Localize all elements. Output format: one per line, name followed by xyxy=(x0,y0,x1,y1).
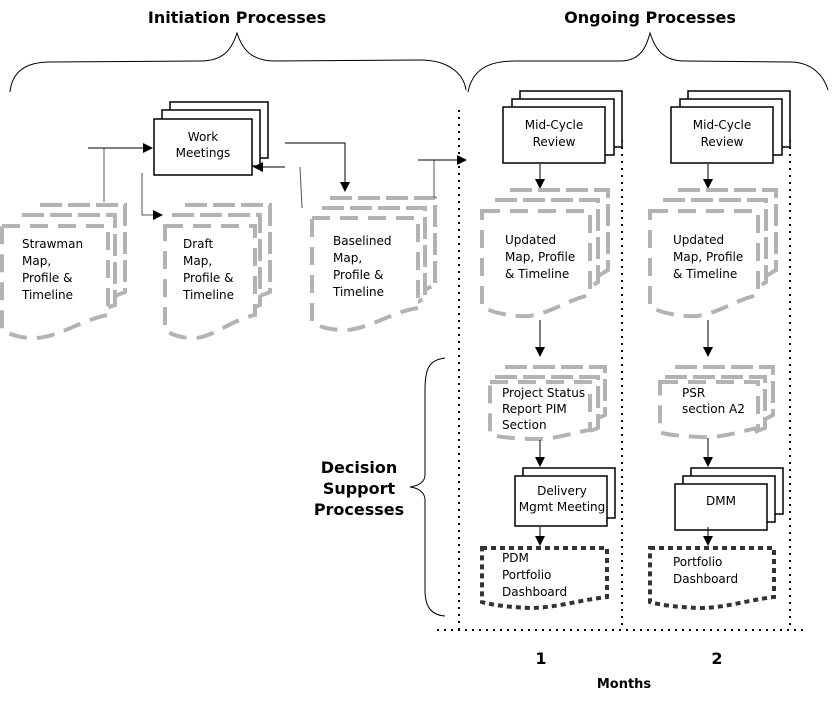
svg-text:& Timeline: & Timeline xyxy=(505,267,569,281)
svg-text:Report PIM: Report PIM xyxy=(502,402,567,416)
month1-review-box: Mid-Cycle Review xyxy=(502,90,623,164)
svg-text:Map,: Map, xyxy=(183,254,212,268)
month1-updated-document: Updated Map, Profile & Timeline xyxy=(480,188,610,319)
svg-text:Profile &: Profile & xyxy=(22,271,72,285)
month-2-label: 2 xyxy=(711,649,722,668)
work-meetings-box: Work Meetings xyxy=(153,101,269,176)
svg-text:Baselined: Baselined xyxy=(333,234,392,248)
svg-text:Updated: Updated xyxy=(673,233,724,247)
svg-text:& Timeline: & Timeline xyxy=(673,267,737,281)
svg-text:Review: Review xyxy=(701,135,744,149)
svg-text:Portfolio: Portfolio xyxy=(502,568,551,582)
svg-text:Mid-Cycle: Mid-Cycle xyxy=(693,118,751,132)
month2-meeting-box: DMM xyxy=(674,467,784,531)
svg-text:Delivery: Delivery xyxy=(537,484,587,498)
svg-text:Work: Work xyxy=(188,130,218,144)
svg-text:Profile &: Profile & xyxy=(183,271,233,285)
decision-label-3: Processes xyxy=(314,500,404,519)
month-1-label: 1 xyxy=(535,649,546,668)
svg-text:Map,: Map, xyxy=(22,254,51,268)
decision-label-1: Decision xyxy=(321,458,398,477)
month1-meeting-box: Delivery Mgmt Meeting xyxy=(514,467,616,527)
svg-text:DMM: DMM xyxy=(706,494,736,508)
ongoing-brace xyxy=(467,31,829,93)
month2-dashboard: Portfolio Dashboard xyxy=(648,546,776,611)
svg-text:PSR: PSR xyxy=(682,386,705,400)
svg-text:section A2: section A2 xyxy=(682,402,745,416)
month1-dashboard: PDM Portfolio Dashboard xyxy=(480,546,609,611)
month2-status-report-document: PSR section A2 xyxy=(658,365,775,440)
svg-text:Updated: Updated xyxy=(505,233,556,247)
svg-text:Project Status: Project Status xyxy=(502,386,585,400)
initiation-brace xyxy=(9,31,467,93)
month2-updated-document: Updated Map, Profile & Timeline xyxy=(648,188,778,319)
svg-text:Portfolio: Portfolio xyxy=(673,555,722,569)
svg-text:Map,: Map, xyxy=(333,251,362,265)
svg-text:Timeline: Timeline xyxy=(332,285,384,299)
initiation-header: Initiation Processes xyxy=(148,8,326,27)
svg-text:Timeline: Timeline xyxy=(21,288,73,302)
months-axis-label: Months xyxy=(597,677,652,692)
svg-text:Mid-Cycle: Mid-Cycle xyxy=(525,118,583,132)
month1-status-report-document: Project Status Report PIM Section xyxy=(488,365,607,442)
initiation-connectors xyxy=(88,142,467,220)
draft-document: Draft Map, Profile & Timeline xyxy=(163,203,272,341)
svg-text:Section: Section xyxy=(502,418,547,432)
ongoing-header: Ongoing Processes xyxy=(564,8,736,27)
decision-brace xyxy=(409,357,446,617)
svg-text:Draft: Draft xyxy=(183,237,214,251)
month2-review-box: Mid-Cycle Review xyxy=(670,90,791,164)
svg-text:Mgmt Meeting: Mgmt Meeting xyxy=(519,500,606,514)
svg-text:Review: Review xyxy=(533,135,576,149)
svg-text:PDM: PDM xyxy=(502,551,529,565)
svg-text:Dashboard: Dashboard xyxy=(673,572,738,586)
svg-text:Map, Profile: Map, Profile xyxy=(673,250,743,264)
svg-text:Map, Profile: Map, Profile xyxy=(505,250,575,264)
svg-text:Dashboard: Dashboard xyxy=(502,585,567,599)
svg-text:Timeline: Timeline xyxy=(182,288,234,302)
svg-text:Profile &: Profile & xyxy=(333,268,383,282)
svg-text:Strawman: Strawman xyxy=(22,237,83,251)
baselined-document: Baselined Map, Profile & Timeline xyxy=(310,196,437,333)
svg-text:Meetings: Meetings xyxy=(176,146,231,160)
decision-label-2: Support xyxy=(323,479,396,498)
strawman-document: Strawman Map, Profile & Timeline xyxy=(0,203,127,341)
